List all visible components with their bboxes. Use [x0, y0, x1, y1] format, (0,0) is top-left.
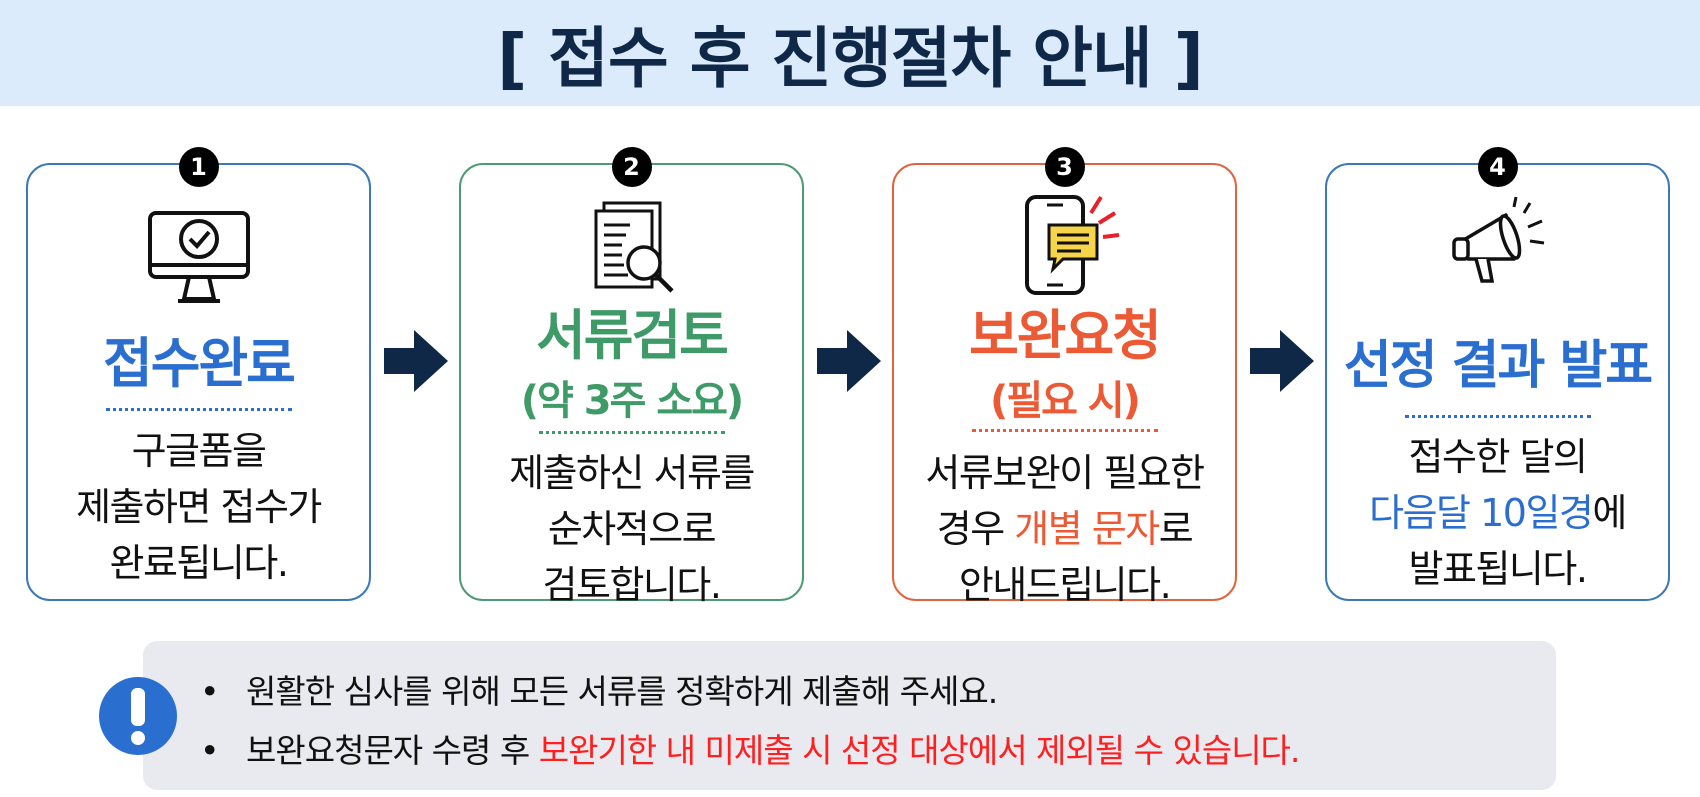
dotted-divider — [1404, 415, 1591, 418]
step-description: 제출하신 서류를 순차적으로 검토합니다. — [509, 451, 755, 607]
step-card-1: 1 접수완료 구글폼을 제출하면 접수가 완료됩니다. — [26, 147, 371, 601]
arrow-right-icon — [1250, 330, 1314, 392]
notice-line-1: •원활한 심사를 위해 모든 서류를 정확하게 제출해 주세요. — [200, 672, 998, 711]
highlight-text: 개별 문자 — [1014, 507, 1160, 551]
step-title: 서류검토 — [536, 304, 729, 367]
step-description: 구글폼을 제출하면 접수가 완료됩니다. — [76, 429, 322, 585]
step-card-3: 3 보완요청 (필요 시) 서류보완이 필요한 경우 개별 문자로 안내드립니다… — [892, 147, 1237, 607]
exclamation-icon — [99, 677, 177, 755]
step-title: 선정 결과 발표 — [1343, 336, 1653, 396]
step-subtitle: (필요 시) — [990, 378, 1141, 424]
dotted-divider — [538, 431, 725, 434]
step-number-badge: 4 — [1477, 147, 1518, 187]
step-description: 접수한 달의 다음달 10일경에 발표됩니다. — [1369, 435, 1627, 591]
step-title: 보완요청 — [969, 304, 1162, 367]
dotted-divider — [971, 429, 1158, 432]
step-subtitle: (약 3주 소요) — [520, 378, 744, 424]
dotted-divider — [105, 408, 292, 411]
phone-message-icon — [1024, 195, 1119, 295]
step-card-4: 4 선정 결과 발표 접수한 달의 다음달 10일경에 발표됩니다. — [1325, 147, 1670, 601]
step-number-badge: 1 — [178, 147, 219, 187]
page-title: [ 접수 후 진행절차 안내 ] — [497, 20, 1204, 97]
notice-box — [143, 641, 1556, 790]
warning-text: 보완기한 내 미제출 시 선정 대상에서 제외될 수 있습니다. — [538, 731, 1301, 770]
megaphone-icon — [1451, 196, 1544, 283]
header-banner: [ 접수 후 진행절차 안내 ] — [0, 0, 1700, 106]
highlight-text: 다음달 10일경 — [1369, 491, 1594, 535]
bullet: • — [200, 672, 219, 711]
arrow-right-icon — [817, 330, 881, 392]
notice-line-2: •보완요청문자 수령 후 보완기한 내 미제출 시 선정 대상에서 제외될 수 … — [200, 731, 1301, 770]
step-number-badge: 3 — [1044, 147, 1085, 187]
document-search-icon — [594, 201, 674, 293]
monitor-check-icon — [147, 211, 250, 303]
step-card-2: 2 서류검토 (약 3주 소요) 제출하신 서류를 순차적으로 검토합니다. — [459, 147, 804, 607]
step-number-badge: 2 — [611, 147, 652, 187]
step-description: 서류보완이 필요한 경우 개별 문자로 안내드립니다. — [925, 451, 1205, 607]
bullet: • — [200, 731, 219, 770]
arrow-right-icon — [384, 330, 448, 392]
step-title: 접수완료 — [103, 332, 296, 395]
